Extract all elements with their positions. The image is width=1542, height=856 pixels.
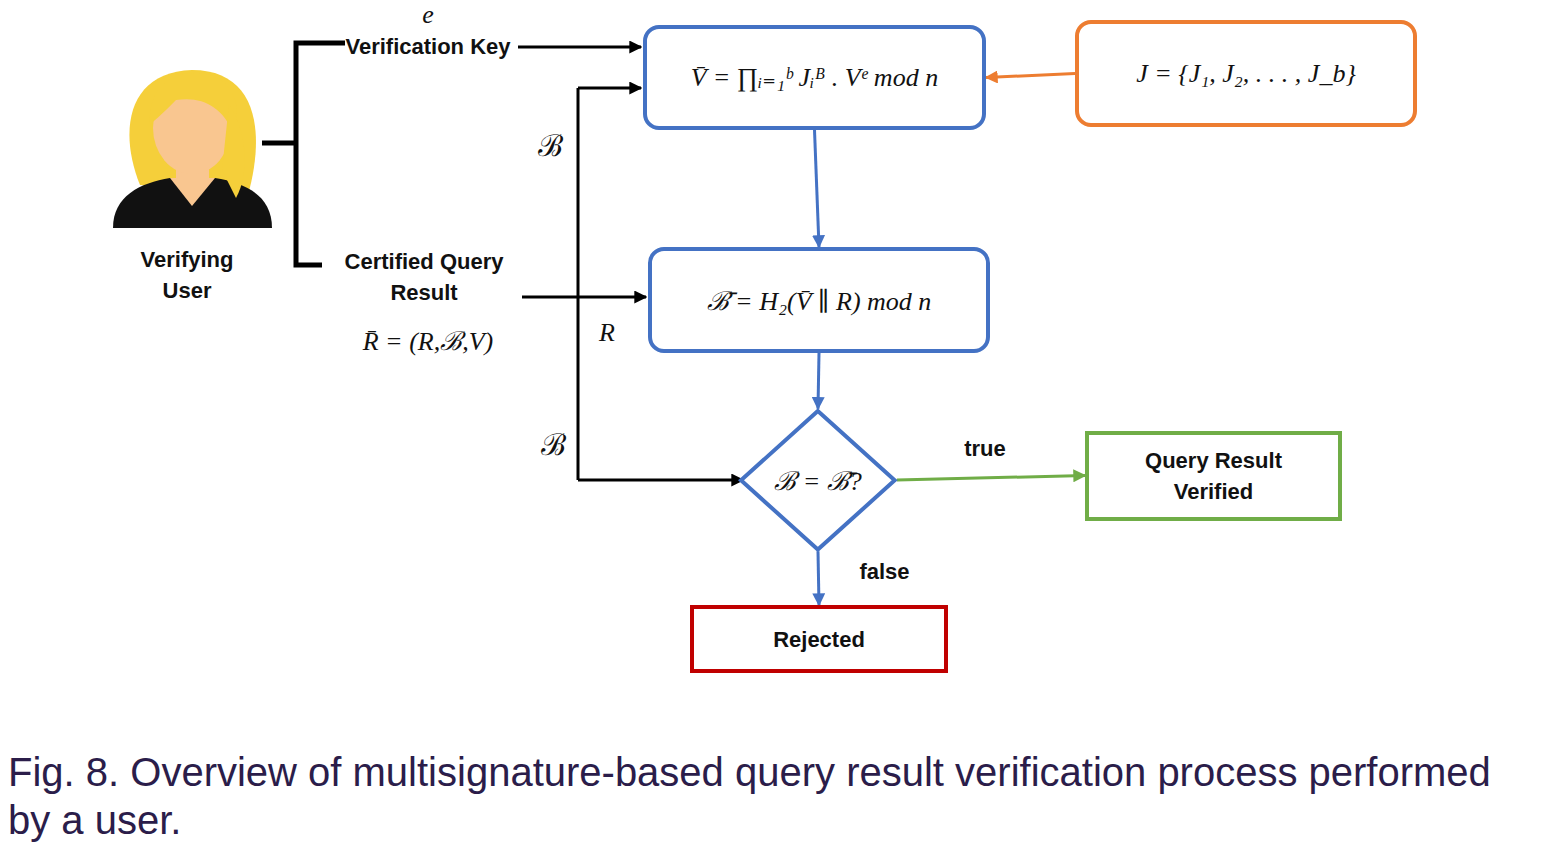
input-label: Verification Key: [338, 31, 518, 62]
node-content: J = {J₁, J₂, . . . , J_b}: [1079, 24, 1413, 123]
input-arrow: [522, 296, 646, 299]
node-text: Query Result Verified: [1124, 445, 1304, 507]
flow-arrow: [986, 74, 1075, 78]
process-box: V̄ = ∏ᵢ₌₁ᵇ Jᵢᴮ . Vᵉ mod n: [643, 25, 986, 130]
bracket: [296, 43, 345, 265]
node-content: Rejected: [694, 609, 944, 669]
result-box: Query Result Verified: [1085, 431, 1342, 521]
flow-arrow: [818, 353, 819, 409]
set-box: J = {J₁, J₂, . . . , J_b}: [1075, 20, 1417, 127]
flow-arrow: [818, 551, 819, 605]
avatar-body: [113, 178, 272, 228]
node-text: Rejected: [773, 624, 865, 655]
signal-name: ℬ: [541, 423, 566, 464]
node-text: V̄ = ∏ᵢ₌₁ᵇ Jᵢᴮ . Vᵉ mod n: [691, 62, 938, 93]
signal-name: ℬ: [538, 124, 563, 165]
diamond-shape: [741, 411, 895, 550]
process-box: ℬ̄ = H₂(V̄ ∥ R) mod n: [648, 247, 990, 353]
node-content: V̄ = ∏ᵢ₌₁ᵇ Jᵢᴮ . Vᵉ mod n: [647, 29, 982, 126]
avatar-hair-fringe: [150, 73, 237, 134]
node-text: ℬ̄ = H₂(V̄ ∥ R) mod n: [707, 282, 932, 318]
signal-name: R: [599, 318, 615, 348]
node-content: Query Result Verified: [1089, 435, 1338, 517]
input-arrow: [518, 46, 641, 49]
avatar-hair-side: [222, 104, 245, 198]
edge-label: true: [964, 433, 1006, 464]
node-text: J = {J₁, J₂, . . . , J_b}: [1136, 59, 1356, 89]
input-label: Certified Query Result: [324, 246, 524, 308]
node-content: ℬ̄ = H₂(V̄ ∥ R) mod n: [652, 251, 986, 349]
actor-label: Verifying User: [117, 244, 257, 306]
input-arrow: [578, 479, 743, 482]
avatar-neckline: [170, 178, 215, 206]
figure-caption: Fig. 8. Overview of multisignature-based…: [0, 748, 1542, 844]
key-symbol: e: [422, 0, 434, 30]
formula-label: R̄ = (R,ℬ,V): [363, 322, 494, 358]
node-content: ℬ = ℬ̄?: [739, 409, 897, 552]
decision-diamond: ℬ = ℬ̄?: [739, 409, 897, 552]
user-avatar: [113, 70, 272, 228]
result-box: Rejected: [690, 605, 948, 673]
node-text: ℬ = ℬ̄?: [774, 462, 862, 498]
input-arrow: [578, 87, 641, 90]
split-line: [577, 88, 580, 480]
flow-arrow: [815, 130, 820, 247]
flow-arrow: [897, 476, 1085, 480]
edge-label: false: [859, 556, 909, 587]
bracket: [262, 141, 296, 146]
